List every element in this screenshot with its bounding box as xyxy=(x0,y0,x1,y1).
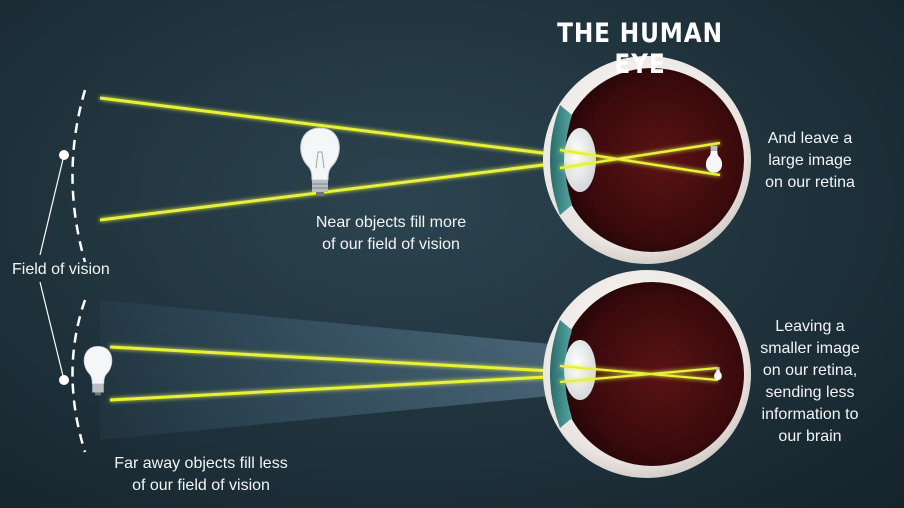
eye-icon xyxy=(543,56,751,264)
lightbulb-icon xyxy=(83,346,113,396)
lightbulb-icon xyxy=(714,367,722,380)
page-title: THE HUMAN EYE xyxy=(557,18,723,80)
lightbulb-icon xyxy=(705,145,723,173)
lightbulb-icon xyxy=(300,127,340,196)
far-view-beam xyxy=(100,300,560,440)
smaller-image-caption: Leaving a smaller image on our retina, s… xyxy=(760,318,860,445)
far-objects-caption: Far away objects fill less of our field … xyxy=(114,455,288,494)
eye-icon xyxy=(543,270,751,478)
near-objects-caption: Near objects fill more of our field of v… xyxy=(315,214,467,253)
field-of-vision-bracket xyxy=(39,89,87,453)
large-image-caption: And leave a large image on our retina xyxy=(765,130,855,191)
field-of-vision-label: Field of vision xyxy=(12,261,110,278)
